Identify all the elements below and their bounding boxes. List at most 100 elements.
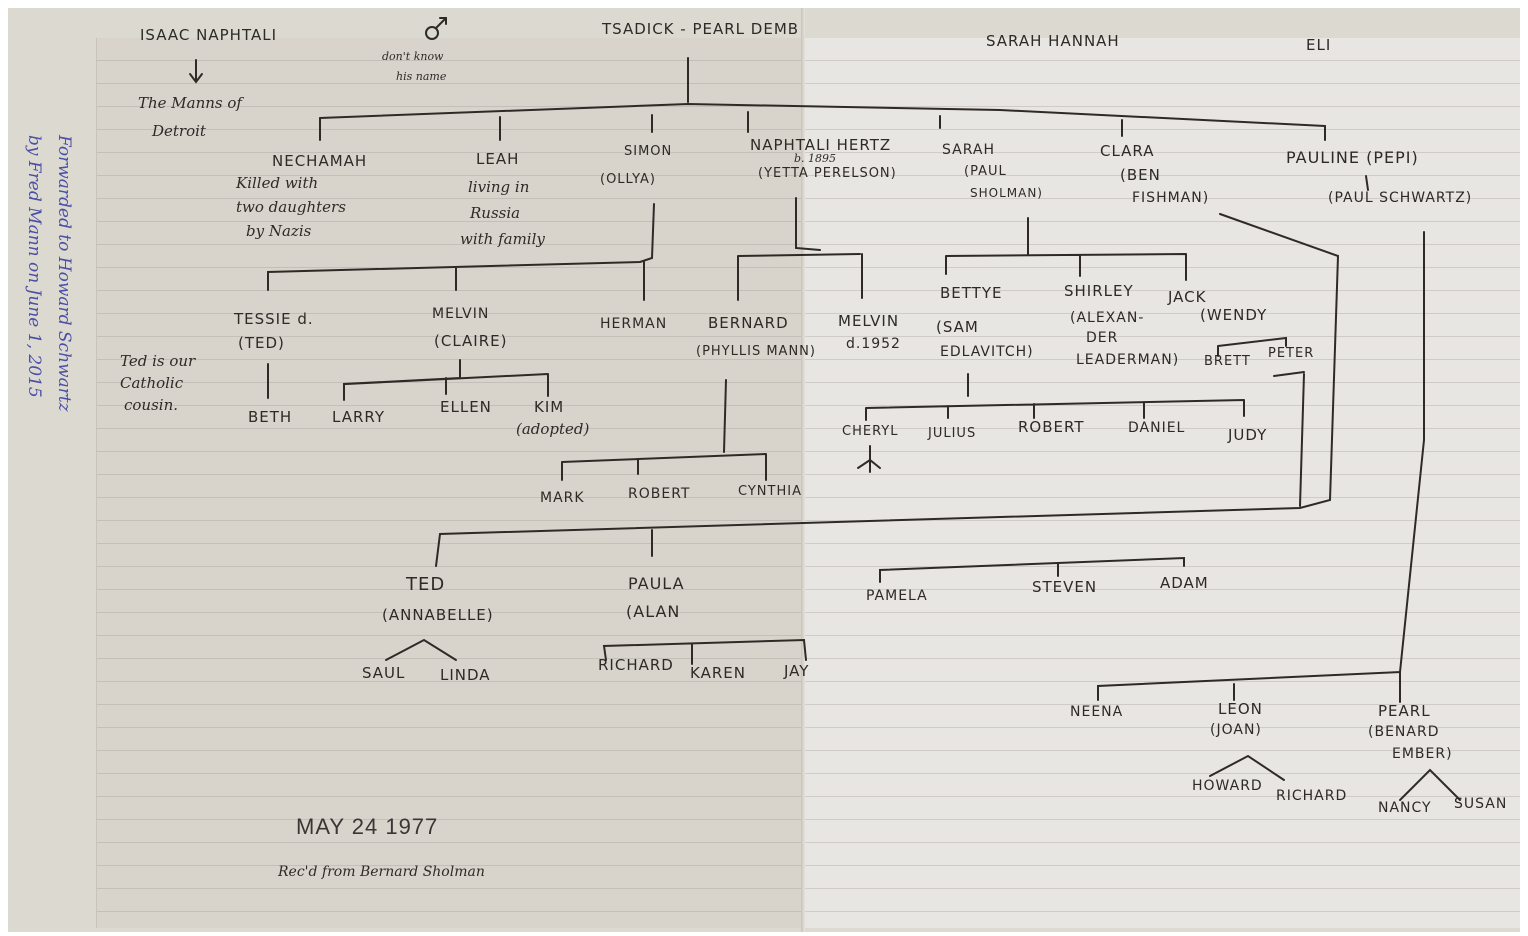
beth-label: BETH [248,408,293,426]
gen1-bar [319,102,1326,127]
nechamah-note-3: by Nazis [246,222,312,240]
judy-label: JUDY [1228,426,1268,444]
leon-label: LEON [1218,700,1263,718]
sarah-hannah-label: SARAH HANNAH [986,32,1120,50]
ted-cousin-note-3: cousin. [124,396,179,414]
cynthia-label: CYNTHIA [738,484,802,499]
schwartz-line [1097,231,1425,703]
paper-right-half [803,38,1520,928]
naphtali-hertz-label: NAPHTALI HERTZ [750,136,892,154]
bettye-children-bar [865,373,1245,421]
brett-label: BRETT [1204,354,1251,369]
leah-label: LEAH [476,150,520,168]
peter-label: PETER [1268,346,1315,361]
neena-label: NEENA [1070,704,1124,720]
unknown-name-line2: his name [396,70,447,83]
naphtali-children-bar [737,197,863,301]
leah-note-3: with family [460,230,545,248]
ted-spouse-label: (ANNABELLE) [382,606,494,624]
nechamah-note-2: two daughters [236,198,346,216]
paula-spouse-label: (ALAN [626,602,681,621]
bernard-label: BERNARD [708,314,789,332]
manns-of-detroit-line1: The Manns of [138,94,242,112]
simon-spouse-label: (OLLYA) [600,172,656,187]
side-note-line1: Forwarded to Howard Schwartz [54,135,74,412]
jack-spouse-label: (WENDY [1200,306,1268,324]
steven-label: STEVEN [1032,578,1098,596]
howard-label: HOWARD [1192,778,1263,794]
bernard-children-bar [561,379,767,481]
julius-label: JULIUS [928,426,977,441]
susan-label: SUSAN [1454,796,1508,812]
tessie-spouse-label: (TED) [238,334,285,352]
pauline-spouse-label: (PAUL SCHWARTZ) [1328,190,1473,206]
paula-label: PAULA [628,574,685,593]
jay-label: JAY [784,662,810,680]
richard-schwartz-label: RICHARD [1276,788,1348,804]
pearl-label: PEARL [1378,702,1431,720]
bernard-spouse-label: (PHYLLIS MANN) [696,344,816,359]
naphtali-spouse-label: (YETTA PERELSON) [758,166,897,181]
sarah-spouse-line1: (PAUL [964,164,1007,179]
karen-label: KAREN [690,664,746,682]
pamela-label: PAMELA [866,588,928,604]
daniel-label: DANIEL [1128,420,1186,436]
unknown-name-line1: don't know [382,50,444,63]
leon-spouse-label: (JOAN) [1210,722,1262,738]
naphtali-born-label: b. 1895 [794,152,837,165]
isaac-naphtali-label: ISAAC NAPHTALI [140,26,277,44]
paula-children-bar [602,638,807,665]
fishman-sons-bar [879,556,1185,583]
ellen-label: ELLEN [440,398,492,416]
bettye-spouse-line2: EDLAVITCH) [940,344,1034,360]
sarah-spouse-line2: SHOLMAN) [970,186,1043,200]
robert2-label: ROBERT [1018,418,1085,436]
eli-label: ELI [1306,36,1332,54]
tessie-label: TESSIE d. [234,310,314,328]
melvin2-label: MELVIN [838,312,900,330]
saul-label: SAUL [362,664,406,682]
fishman-line [435,213,1340,567]
simon-children-bar [267,203,655,301]
kim-note-label: (adopted) [516,420,590,438]
nechamah-note-1: Killed with [236,174,319,192]
linda-label: LINDA [440,666,491,684]
bettye-label: BETTYE [940,284,1003,302]
shirley-spouse-line1: (ALEXAN- [1070,310,1145,326]
clara-label: CLARA [1100,142,1155,160]
melvin2-died-label: d.1952 [846,336,901,352]
manns-of-detroit-line2: Detroit [152,122,206,140]
photo-background [8,8,1520,932]
herman-label: HERMAN [600,316,668,332]
ted-cousin-note-2: Catholic [120,374,184,392]
melvin-spouse-label: (CLAIRE) [434,332,508,350]
paper-left-half [96,38,804,928]
cheryl-label: CHERYL [842,424,899,439]
date-stamp: MAY 24 1977 [296,814,439,839]
nechamah-label: NECHAMAH [272,152,368,170]
bettye-spouse-line1: (SAM [936,318,979,336]
shirley-spouse-line2: DER [1086,330,1119,346]
pearl-spouse-line1: (BENARD [1368,724,1440,740]
richard-label: RICHARD [598,656,674,674]
leah-note-1: living in [468,178,530,196]
larry-label: LARRY [332,408,386,426]
kim-label: KIM [534,398,565,416]
mark-label: MARK [540,490,585,506]
received-note: Rec'd from Bernard Sholman [278,864,485,880]
ted-label: TED [406,574,446,595]
clara-spouse-line1: (BEN [1120,166,1161,184]
melvin-label: MELVIN [432,306,490,322]
adam-label: ADAM [1160,574,1209,592]
jack-label: JACK [1168,288,1207,306]
nancy-label: NANCY [1378,800,1432,816]
clara-spouse-line2: FISHMAN) [1132,190,1210,206]
isaac-arrow [189,59,203,84]
simon-label: SIMON [624,144,673,159]
pauline-label: PAULINE (PEPI) [1286,148,1419,167]
robert-label: ROBERT [628,486,691,502]
sarah-label: SARAH [942,142,995,158]
tsadick-pearl-label: TSADICK - PEARL DEMB [602,20,800,38]
leah-note-2: Russia [470,204,521,222]
